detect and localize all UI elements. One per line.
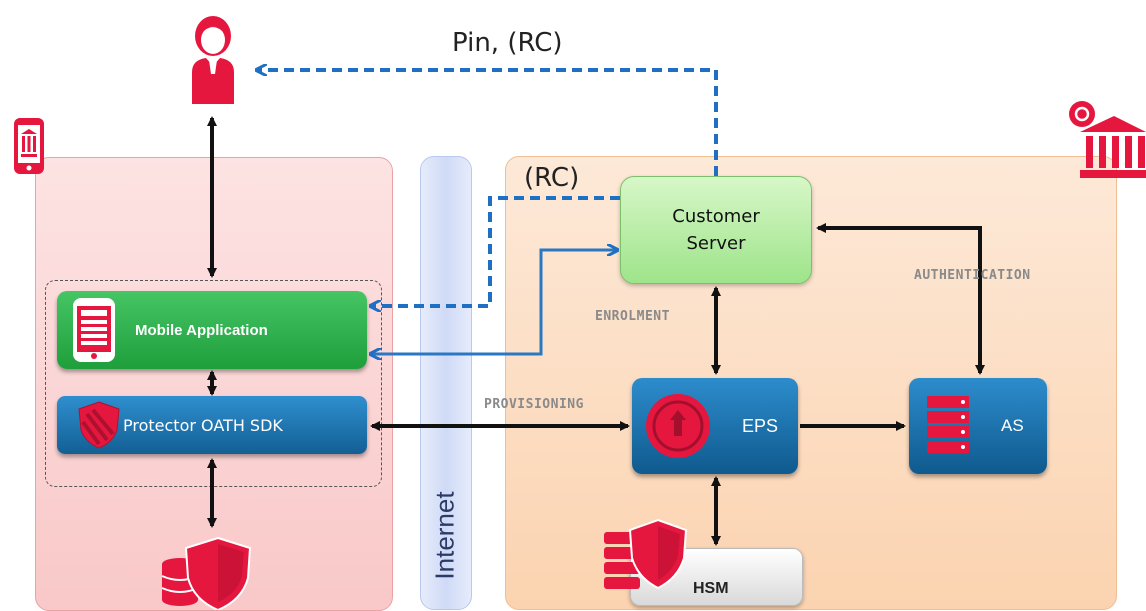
mobile-application-box[interactable]: Mobile Application [57, 291, 367, 369]
eps-label: EPS [742, 415, 779, 436]
as-label: AS [1001, 416, 1024, 435]
pin-rc-label: Pin, (RC) [452, 28, 563, 58]
protector-sdk-box[interactable]: Protector OATH SDK [57, 396, 367, 454]
phone-bank-icon [14, 118, 44, 174]
enrolment-label: ENROLMENT [595, 309, 670, 324]
mobile-application-label: Mobile Application [135, 321, 268, 339]
bank-building-icon [1069, 101, 1146, 178]
rc-label: (RC) [524, 163, 580, 193]
rc-dashed-arrow [372, 196, 620, 306]
provisioning-label: PROVISIONING [484, 397, 584, 412]
protector-sdk-label: Protector OATH SDK [123, 415, 283, 435]
user-icon [192, 16, 234, 104]
as-box[interactable]: AS [909, 378, 1047, 474]
database-shield-icon [604, 518, 688, 590]
hsm-label: HSM [693, 580, 729, 597]
app-customer-blue-arrow [372, 250, 616, 354]
eps-box[interactable]: EPS [632, 378, 798, 474]
internet-zone [420, 156, 472, 610]
authentication-arrow [816, 223, 985, 375]
database-shield-icon [161, 536, 252, 610]
customer-server-box[interactable]: Customer Server [620, 176, 812, 284]
seal-icon [646, 394, 710, 458]
server-icon [927, 396, 969, 453]
customer-server-label: Customer Server [672, 206, 760, 254]
shield-icon [78, 401, 120, 449]
phone-form-icon [73, 298, 115, 362]
pin-rc-dashed-arrow [258, 70, 718, 176]
authentication-label: AUTHENTICATION [914, 268, 1031, 283]
